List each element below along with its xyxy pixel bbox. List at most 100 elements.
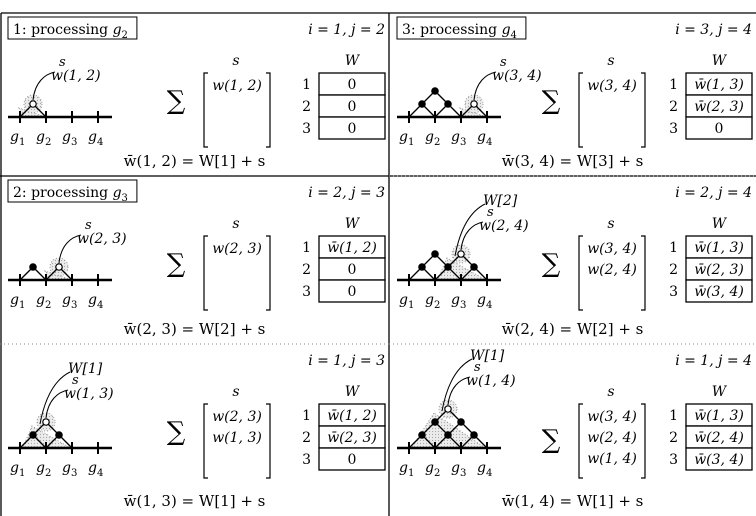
w-column-header: W: [712, 53, 728, 69]
sum-symbol: ∑: [542, 249, 561, 279]
annotation-line: [58, 234, 82, 264]
tree-node: [418, 100, 426, 108]
leaf-label-g2: g2: [36, 129, 51, 148]
current-node: [55, 263, 63, 271]
leaf-label-g3: g3: [62, 129, 77, 148]
s-entry: w(1, 3): [212, 430, 262, 446]
node-annotations: w(1, 3)sW[1]: [39, 361, 114, 425]
tree-node: [470, 263, 478, 271]
w-cell-value: w̄(3, 4): [694, 452, 744, 468]
w-row-index: 1: [302, 408, 311, 424]
tree-node: [470, 431, 478, 439]
update-equation: w̄(1, 2) = W[1] + s: [124, 152, 266, 170]
title-text: 2: processing g3: [13, 185, 128, 204]
w-row-index: 2: [669, 430, 678, 446]
annotation-line: [32, 71, 56, 101]
w-row-index: 1: [669, 77, 678, 93]
node-weight-label: w(1, 2): [51, 68, 101, 84]
panel-title: 3: processing g4: [396, 16, 527, 41]
w-cell-value: 0: [715, 121, 724, 137]
node-weight-label: w(2, 3): [77, 231, 127, 247]
leaf-label-g2: g2: [425, 292, 440, 311]
current-node: [444, 405, 452, 413]
w-column-header: W: [712, 216, 728, 232]
w-row-index: 3: [669, 284, 678, 300]
title-text: 3: processing g4: [402, 22, 517, 41]
w-cell: [685, 447, 753, 471]
tree-node: [418, 431, 426, 439]
leaf-label-g2: g2: [425, 129, 440, 148]
w-column-header: W: [345, 216, 361, 232]
s-entry: w(2, 4): [587, 262, 637, 278]
leaf-label-g4: g4: [477, 292, 492, 311]
ij-label: i = 3, j = 4: [675, 22, 752, 38]
panel-title: 2: processing g3: [7, 179, 138, 204]
w-cell: [318, 447, 386, 471]
tree-node: [457, 418, 465, 426]
leaf-label-g4: g4: [88, 292, 103, 311]
s-entry: w(1, 4): [587, 451, 637, 467]
s-column-header: s: [607, 53, 614, 69]
w-row-index: 3: [302, 452, 311, 468]
w-cell: [318, 279, 386, 303]
w-cell-value: 0: [348, 262, 357, 278]
w-cell: [318, 116, 386, 140]
node-s-label: s: [500, 55, 507, 70]
node-s-label: s: [59, 55, 66, 70]
s-entry: w(2, 3): [212, 409, 262, 425]
w-cell-value: w̄(2, 3): [327, 430, 377, 446]
w-cell: [685, 116, 753, 140]
matrix-bracket-right: [266, 403, 271, 479]
annotation-line-W: [441, 358, 473, 412]
w-cell-value: w̄(1, 3): [694, 408, 744, 424]
leaf-label-g4: g4: [477, 460, 492, 479]
w-row-index: 1: [669, 408, 678, 424]
tree-node: [444, 100, 452, 108]
w-cell-value: w̄(1, 2): [327, 408, 377, 424]
s-entry: w(3, 4): [587, 78, 637, 94]
w-cell-value: w̄(2, 3): [694, 262, 744, 278]
w-row-index: 3: [302, 284, 311, 300]
w-cell-value: w̄(2, 3): [694, 99, 744, 115]
sum-symbol: ∑: [167, 417, 186, 447]
leaf-label-g1: g1: [399, 460, 414, 479]
w-column-header: W: [345, 53, 361, 69]
node-s-label: s: [474, 360, 481, 375]
w-cell-value: w̄(3, 4): [694, 284, 744, 300]
w-cell-value: 0: [348, 121, 357, 137]
tree-node: [444, 263, 452, 271]
tree-node: [55, 431, 63, 439]
w-cell-value: w̄(2, 4): [694, 430, 744, 446]
w-cell-value: w̄(1, 2): [327, 240, 377, 256]
s-entry: w(2, 4): [587, 430, 637, 446]
w-cell-value: w̄(1, 3): [694, 77, 744, 93]
s-column-header: s: [607, 384, 614, 400]
annotation-line-W: [454, 203, 486, 257]
s-entry: w(3, 4): [587, 409, 637, 425]
tree-node: [29, 431, 37, 439]
matrix-bracket-left: [203, 72, 208, 148]
leaf-label-g4: g4: [88, 460, 103, 479]
w-row-index: 3: [669, 452, 678, 468]
leaf-label-g2: g2: [36, 460, 51, 479]
s-entry: w(2, 3): [212, 241, 262, 257]
w-cell-value: w̄(1, 3): [694, 240, 744, 256]
ij-label: i = 1, j = 2: [308, 22, 385, 38]
w-row-index: 2: [302, 430, 311, 446]
node-s-label: s: [487, 205, 494, 220]
w-row-index: 2: [669, 262, 678, 278]
node-annotations: w(2, 3)s: [58, 218, 127, 264]
w-row-index: 2: [302, 99, 311, 115]
node-weight-label: w(1, 4): [466, 373, 516, 389]
node-annotations: w(1, 2)s: [32, 55, 101, 101]
